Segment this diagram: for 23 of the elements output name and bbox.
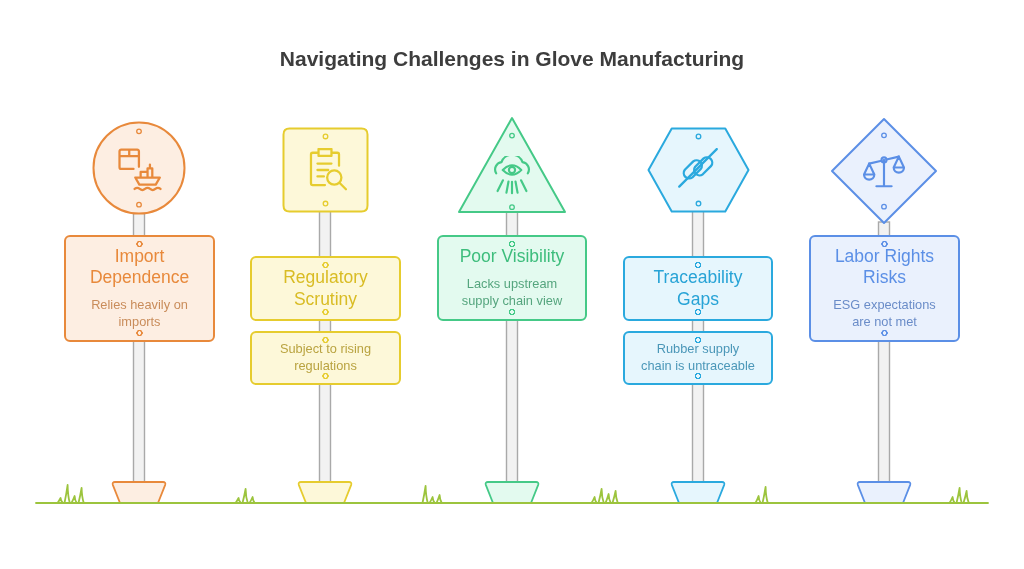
sign-panel — [250, 256, 401, 321]
triangle-sign — [457, 116, 567, 214]
sign-description: Lacks upstream supply chain view — [460, 276, 564, 311]
hexagon-sign — [647, 127, 750, 213]
diamond-sign — [830, 117, 938, 225]
sign-panel — [809, 235, 960, 342]
sign-panel — [64, 235, 215, 342]
sign-heading: Labor Rights Risks — [833, 245, 936, 289]
round-sign — [92, 121, 186, 215]
sign-heading: Traceability Gaps — [652, 267, 744, 310]
sign-description: Rubber supply chain is untraceable — [640, 341, 756, 375]
sign-description: ESG expectations are not met — [832, 297, 937, 332]
sign-description: Relies heavily on imports — [90, 297, 189, 332]
sign-heading: Import Dependence — [88, 245, 191, 289]
sign-panel — [623, 256, 773, 321]
sign-panel — [623, 331, 773, 385]
sign-panel — [437, 235, 587, 321]
square-sign — [282, 127, 369, 213]
sign-heading: Poor Visibility — [459, 245, 565, 268]
sign-heading: Regulatory Scrutiny — [282, 267, 369, 310]
sign-panel — [250, 331, 401, 385]
sign-description: Subject to rising regulations — [278, 341, 372, 375]
diagram-title: Navigating Challenges in Glove Manufacturing — [279, 46, 745, 72]
